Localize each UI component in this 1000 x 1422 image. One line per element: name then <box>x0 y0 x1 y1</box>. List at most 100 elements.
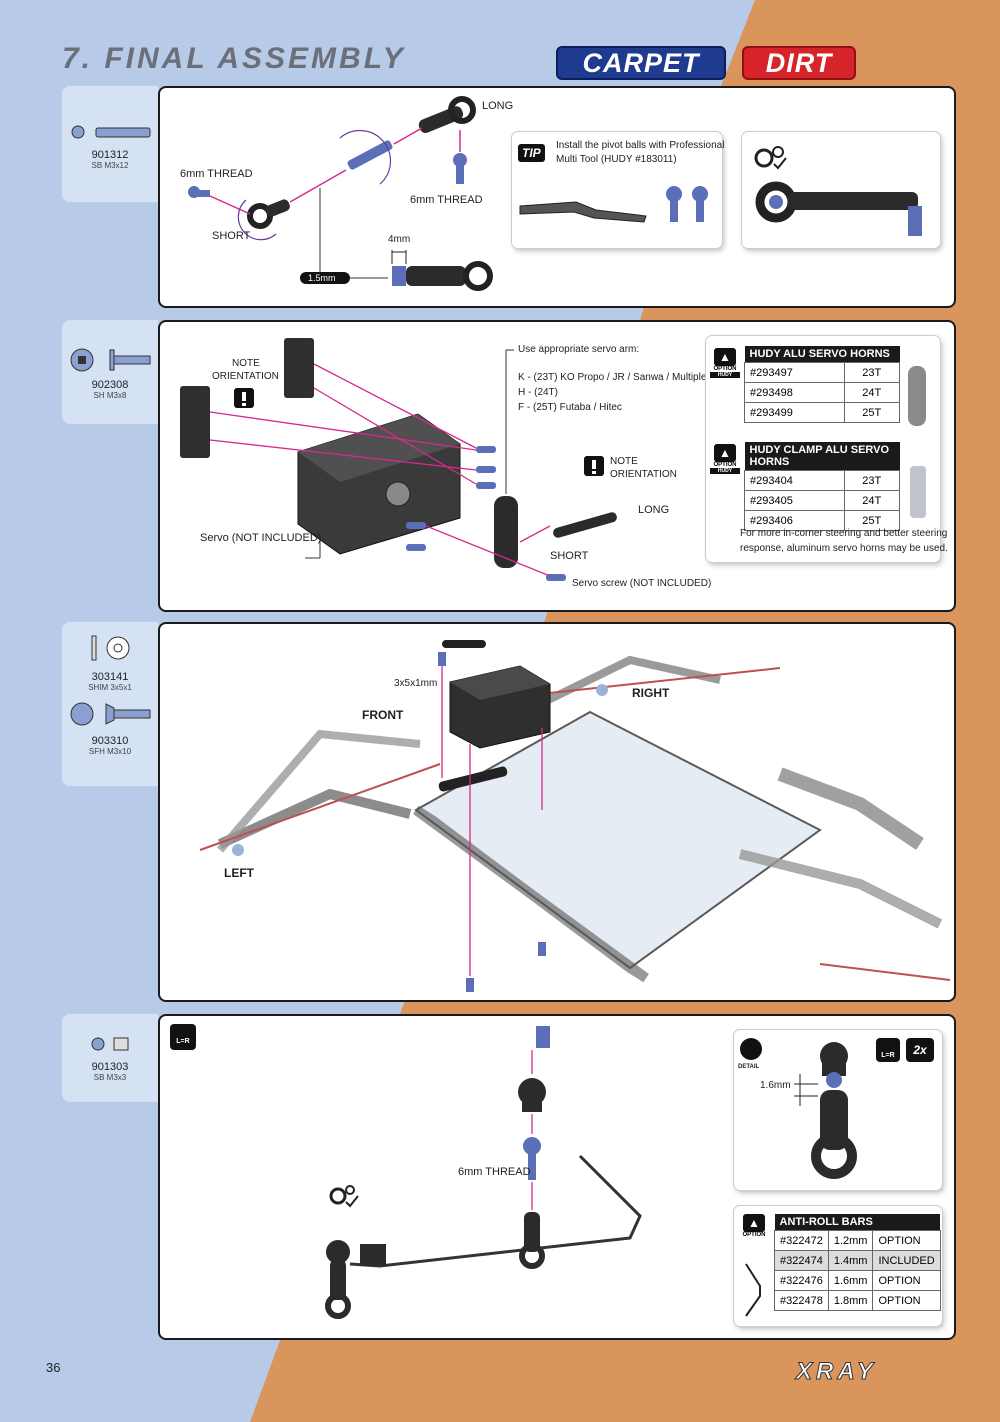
assembled-link-diagram <box>754 146 922 236</box>
option-note-1: For more in-corner steering and better s… <box>740 528 948 539</box>
parts-bag-step4: 901303 SB M3x3 <box>62 1014 158 1102</box>
label-servo-screw: Servo screw (NOT INCLUDED) <box>572 578 712 589</box>
label-short: SHORT <box>212 230 251 242</box>
label-thread: 6mm THREAD <box>458 1166 531 1178</box>
label-gap: 4mm <box>388 234 411 245</box>
label-gap: 1.6mm <box>760 1080 791 1091</box>
part-desc: SB M3x3 <box>93 1073 127 1082</box>
label-front: FRONT <box>362 708 404 722</box>
thumbs-up-icon: ▲ OPTION <box>740 1214 768 1238</box>
step2-panel: NOTE ORIENTATION NOTE ORIENTATION Servo … <box>158 320 956 612</box>
magnifier-icon <box>740 1038 762 1060</box>
servo-horn-icon <box>908 366 926 426</box>
step2-diagram <box>180 338 617 581</box>
label-servo: Servo (NOT INCLUDED) <box>200 532 322 544</box>
screw-icon <box>70 348 151 372</box>
arm-title: Use appropriate servo arm: <box>518 344 640 355</box>
screw-icon <box>71 125 151 139</box>
shim-icon <box>91 635 130 661</box>
part-desc: SH M3x8 <box>93 391 127 400</box>
warning-icon <box>584 456 604 476</box>
arm-f: F - (25T) Futaba / Hitec <box>518 402 622 413</box>
parts-bag-step3: 303141 SHIM 3x5x1 903310 SFH M3x10 <box>62 622 158 786</box>
part-number: 903310 <box>91 735 129 747</box>
chassis-diagram <box>199 640 951 992</box>
page-title: 7. FINAL ASSEMBLY <box>62 42 406 75</box>
note2-b: ORIENTATION <box>610 469 677 480</box>
tip-box: TIP Install the pivot balls with Profess… <box>512 132 725 248</box>
bar-shape-icon <box>745 1263 761 1317</box>
label-thread-left: 6mm THREAD <box>180 168 253 180</box>
xray-logo: XRAY <box>796 1358 877 1386</box>
option-label: OPTION <box>713 366 737 372</box>
page-number: 36 <box>46 1360 61 1375</box>
warning-icon <box>234 388 254 408</box>
tip-text-2: Multi Tool (HUDY #183011) <box>556 154 677 165</box>
part-desc: SFH M3x10 <box>88 747 132 756</box>
table-title: ANTI-ROLL BARS <box>774 1214 941 1231</box>
label-short: SHORT <box>550 550 589 562</box>
detail-box: DETAIL L=R 2x 1.6mm <box>734 1030 942 1190</box>
screw-icon <box>70 702 151 726</box>
thumbs-up-icon: ▲ OPTION HUDY <box>710 348 740 378</box>
table-title: HUDY CLAMP ALU SERVO HORNS <box>744 442 900 471</box>
step1-diagram <box>188 96 493 291</box>
label-long: LONG <box>638 504 670 516</box>
part-desc: SHIM 3x5x1 <box>88 683 132 692</box>
part-number: 902308 <box>91 379 129 391</box>
antiroll-diagram <box>325 1026 642 1319</box>
multi-tool-icon <box>519 186 708 223</box>
carpet-badge: CARPET <box>556 46 726 80</box>
thumbs-up-icon: ▲ OPTION HUDY <box>710 444 740 474</box>
note1-b: ORIENTATION <box>212 371 279 382</box>
option-label: OPTION <box>742 1232 766 1238</box>
screw-icon <box>91 1037 129 1051</box>
label-right: RIGHT <box>632 686 670 700</box>
option-box: ▲ OPTION HUDY HUDY ALU SERVO HORNS #2934… <box>706 336 948 562</box>
table-title: HUDY ALU SERVO HORNS <box>744 346 900 363</box>
left-right-icon: L=R <box>876 1038 900 1062</box>
parts-bag-step1: 901312 SB M3x12 <box>62 86 158 202</box>
part-desc: SB M3x12 <box>91 161 129 170</box>
note2-a: NOTE <box>610 456 638 467</box>
left-right-icon: L=R <box>170 1024 196 1050</box>
option-note-2: response, aluminum servo horns may be us… <box>740 543 948 554</box>
dirt-badge: DIRT <box>742 46 856 80</box>
label-shim: 3x5x1mm <box>394 678 438 689</box>
part-number: 901303 <box>91 1061 129 1073</box>
tip-badge: TIP <box>518 144 545 162</box>
label-left: LEFT <box>224 866 254 880</box>
arm-h: H - (24T) <box>518 387 558 398</box>
tip-text-1: Install the pivot balls with Professiona… <box>556 140 725 151</box>
detail-diagram <box>794 1042 857 1179</box>
step4-panel: L=R 6mm THREAD DETAIL L=R 2x <box>158 1014 956 1340</box>
result-box <box>742 132 940 248</box>
detail-label: DETAIL <box>738 1064 760 1070</box>
step3-panel: 3x5x1mm FRONT RIGHT LEFT <box>158 622 956 1002</box>
arm-k: K - (23T) KO Propo / JR / Sanwa / Multip… <box>518 372 712 383</box>
quantity-badge: 2x <box>906 1038 934 1062</box>
gears-check-icon <box>329 1185 359 1208</box>
part-number: 303141 <box>91 671 129 683</box>
label-tool: 1.5mm <box>308 273 336 283</box>
gears-check-icon <box>754 146 787 170</box>
label-thread-right: 6mm THREAD <box>410 194 483 206</box>
step1-panel: LONG 6mm THREAD 6mm THREAD SHORT 4mm 1.5… <box>158 86 956 308</box>
label-long: LONG <box>482 100 514 112</box>
hudy-brand: HUDY <box>710 372 740 378</box>
clamp-horn-icon <box>910 466 926 518</box>
part-number: 901312 <box>91 149 129 161</box>
